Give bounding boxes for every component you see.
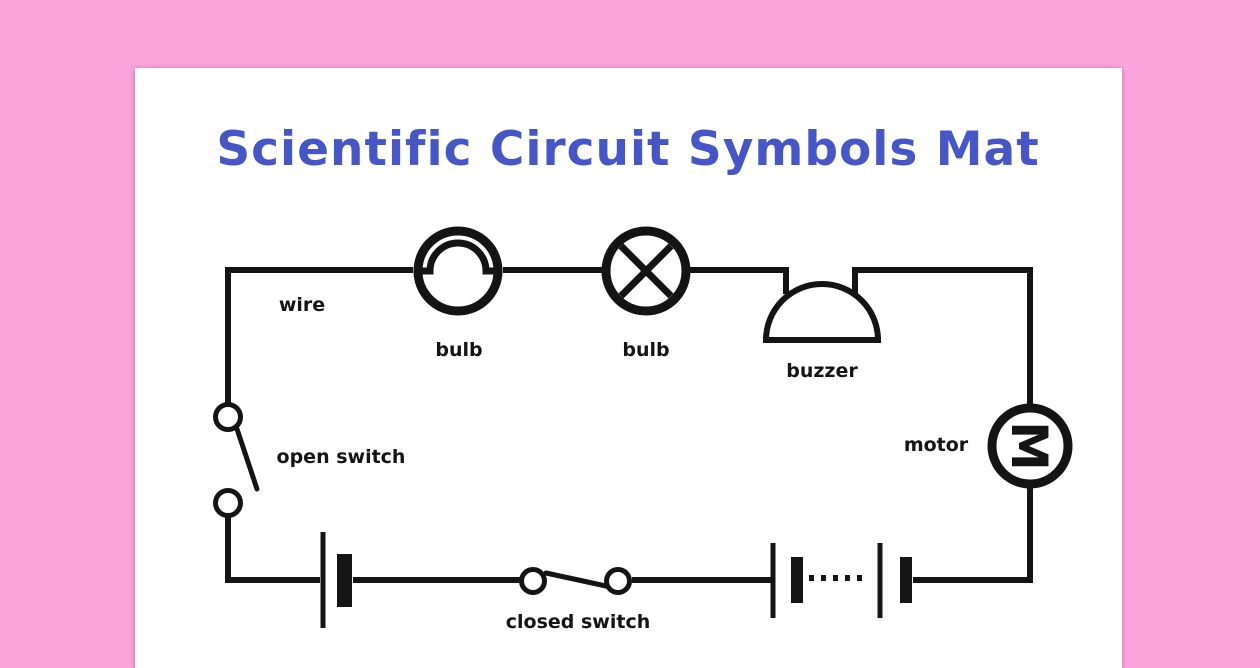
motor-icon: M [987,403,1073,489]
bulb-cross-icon [601,226,691,316]
buzzer-icon [763,281,881,343]
open-switch-label: open switch [276,446,406,468]
battery-short-terminal-1 [791,557,803,603]
cell-icon [320,532,352,628]
wire-buzzer-to-motor [852,267,1033,404]
cell-short-terminal [337,554,352,607]
closed-switch-label: closed switch [505,611,651,633]
buzzer-label: buzzer [786,360,858,382]
closed-switch-icon [519,567,632,595]
open-switch-contact-top [213,402,243,432]
wire-to-buzzer-left [690,267,789,294]
motor-letter: M [1000,421,1058,471]
bulb-filament-arc [418,239,498,275]
open-switch-lever [234,426,260,492]
wire-icon [225,267,1033,583]
closed-switch-contact-left [519,567,547,595]
open-switch-contact-bottom [213,488,243,518]
bulb-right-label: bulb [622,339,670,361]
battery-icon [770,543,912,618]
wire-motor-to-battery [913,488,1033,583]
motor-circle [987,403,1073,489]
motor-label: motor [903,434,969,456]
page-title: Scientific Circuit Symbols Mat [216,122,1040,177]
worksheet-page [135,68,1122,668]
wire-bottom-left [225,517,320,583]
bulb-filament-icon [413,226,503,316]
circuit-diagram: M [213,226,1073,628]
open-switch-icon [213,402,260,518]
bulb-left-label: bulb [435,339,483,361]
wire-label: wire [278,294,326,316]
closed-switch-lever [543,570,609,589]
battery-short-terminal-2 [900,557,912,603]
bulb-cross-x [618,243,674,299]
buzzer-dome [763,281,881,341]
wire-top-left [225,267,413,403]
bulb-cross-circle [601,226,691,316]
closed-switch-contact-right [604,567,632,595]
